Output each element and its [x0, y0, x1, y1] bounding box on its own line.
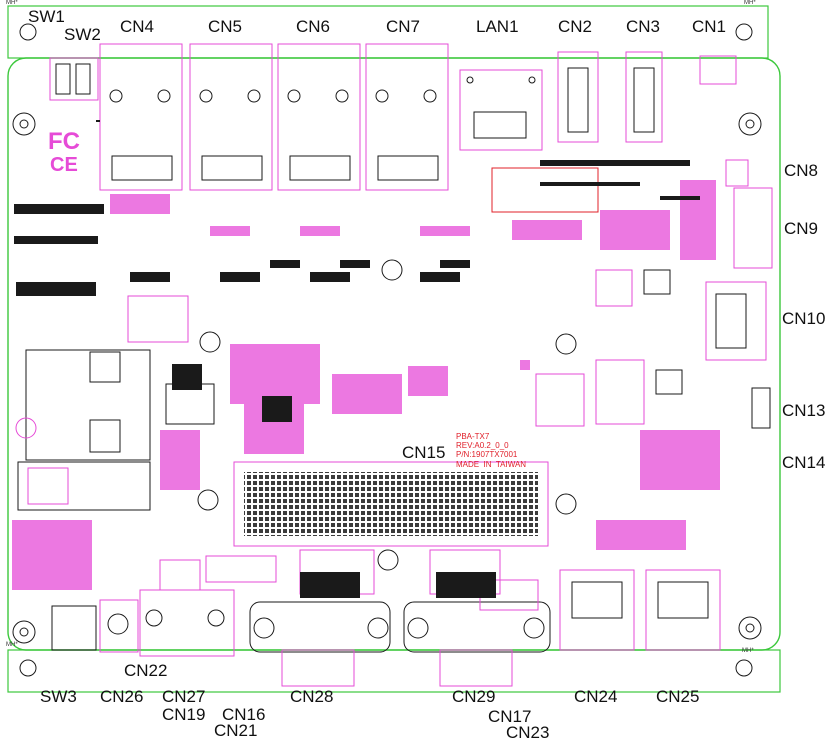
label-sw1: SW1	[28, 7, 65, 26]
silk-area	[491, 167, 599, 213]
power-section	[15, 295, 221, 511]
label-sw3: SW3	[40, 687, 77, 706]
label-cn16: CN16	[222, 705, 266, 724]
silk-line-4: MADE IN TAIWAN	[456, 459, 527, 469]
lan1-connector	[459, 69, 543, 151]
cn2-cn3-headers	[557, 51, 663, 143]
label-cn26: CN26	[100, 687, 144, 706]
fc-logo-icon: FC	[48, 128, 80, 155]
mounting-hole-icon	[12, 23, 762, 677]
ce-logo-icon: CE	[50, 154, 78, 176]
mh-mark-tl: MH*	[6, 0, 18, 6]
label-sw2: SW2	[64, 25, 101, 44]
label-cn15: CN15	[402, 443, 446, 462]
label-cn1: CN1	[692, 17, 727, 36]
label-cn5: CN5	[208, 17, 243, 36]
silk-line-3: P/N:1907TX7001	[456, 450, 518, 460]
board-outline	[7, 57, 781, 651]
label-cn8: CN8	[784, 161, 819, 180]
ic-chip-icon	[14, 120, 690, 244]
silk-line-1: PBA-TX7	[456, 432, 490, 441]
label-lan1: LAN1	[476, 17, 519, 36]
label-cn2: CN2	[558, 17, 593, 36]
tiny-pads	[16, 182, 700, 598]
mh-mark-tr: MH*	[744, 0, 756, 6]
label-cn14: CN14	[782, 453, 826, 472]
label-cn9: CN9	[784, 219, 819, 238]
mh-mark-br: MH*	[742, 648, 754, 654]
label-cn13: CN13	[782, 401, 826, 420]
label-cn27: CN27	[162, 687, 206, 706]
label-cn28: CN28	[290, 687, 334, 706]
label-cn21: CN21	[214, 721, 258, 740]
label-cn23: CN23	[506, 723, 550, 742]
right-connectors	[705, 159, 773, 429]
silk-line-2: REV:A0.2_0_0	[456, 441, 509, 451]
label-cn29: CN29	[452, 687, 496, 706]
label-cn24: CN24	[574, 687, 618, 706]
mh-mark-bl: MH*	[6, 642, 18, 648]
label-cn7: CN7	[386, 17, 421, 36]
cn15-pin-grid	[244, 472, 538, 536]
label-cn4: CN4	[120, 17, 155, 36]
label-cn25: CN25	[656, 687, 700, 706]
silkscreen-text: PBA-TX7 REV:A0.2_0_0 P/N:1907TX7001 MADE…	[456, 432, 526, 469]
cn15-connector	[233, 461, 549, 547]
label-cn3: CN3	[626, 17, 661, 36]
label-cn10: CN10	[782, 309, 826, 328]
label-cn22: CN22	[124, 661, 168, 680]
label-cn6: CN6	[296, 17, 331, 36]
small-parts	[12, 180, 720, 590]
rj45-pins	[109, 89, 439, 181]
rj45-connectors	[99, 43, 449, 191]
label-cn17: CN17	[488, 707, 532, 726]
cn1-connector	[699, 55, 737, 85]
sw1-sw2-switch	[49, 57, 99, 101]
central-components	[377, 259, 683, 571]
label-cn19: CN19	[162, 705, 206, 724]
bottom-connectors	[51, 549, 721, 687]
